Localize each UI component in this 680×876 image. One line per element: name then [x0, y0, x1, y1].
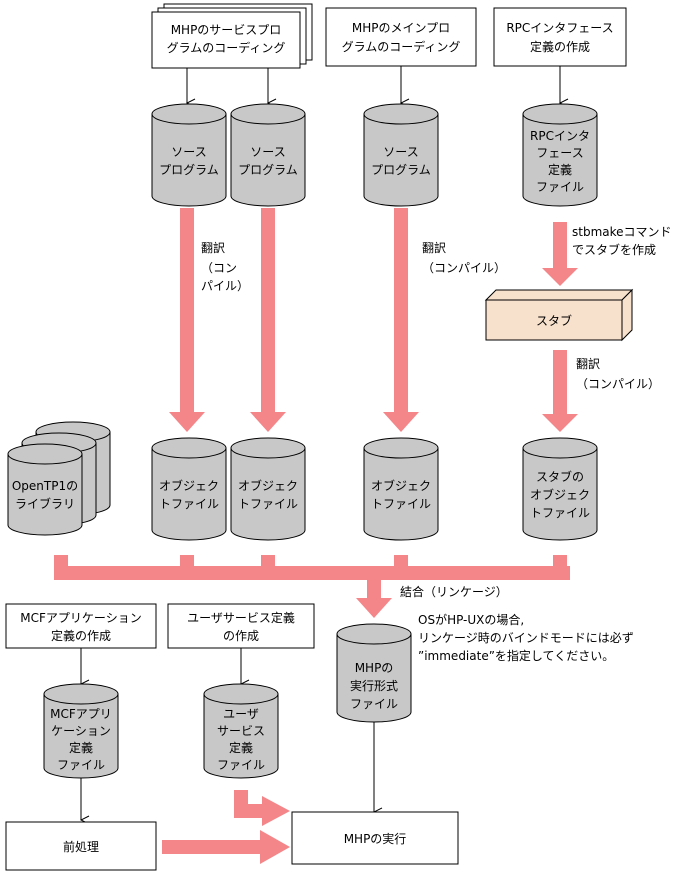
rpc-file-line4: ファイル: [536, 180, 584, 194]
src2-cylinder: ソース プログラム: [230, 103, 306, 207]
user-file-line1: ユーザ: [223, 707, 259, 721]
user-file-line4: ファイル: [217, 758, 265, 772]
pink-arrows: [54, 208, 578, 864]
compile2-line2: （コンパイル）: [422, 261, 506, 275]
service-coding-box: MHPのサービスプロ グラムのコーディング: [151, 3, 313, 69]
src3-line2: プログラム: [371, 163, 431, 177]
obj1-line2: トファイル: [159, 497, 219, 511]
src3-cylinder: ソース プログラム: [363, 103, 439, 207]
compile-arrow-3: [383, 208, 419, 432]
obj3-cylinder: オブジェク トファイル: [363, 437, 439, 541]
obj3-line2: トファイル: [371, 497, 431, 511]
stub-label: スタブ: [536, 313, 572, 328]
rpc-file-line1: RPCインタ: [530, 129, 590, 143]
compile2-line1: 翻訳: [422, 240, 446, 255]
main-coding-line1: MHPのメインプロ: [352, 21, 450, 35]
user-file-line2: サービス: [217, 724, 265, 738]
stbmake-line1: stbmakeコマンド: [572, 225, 672, 239]
stub-obj-line1: スタブの: [536, 469, 584, 484]
rpc-file-cylinder: RPCインタ フェース 定義 ファイル: [522, 103, 598, 207]
user-file-cylinder: ユーザ サービス 定義 ファイル: [203, 683, 279, 779]
mcf-file-line4: ファイル: [57, 758, 105, 772]
stbmake-arrow: [542, 222, 578, 286]
exe-line3: ファイル: [350, 697, 398, 711]
obj2-cylinder: オブジェク トファイル: [230, 437, 306, 541]
rpc-def-line1: RPCインタフェース: [506, 21, 613, 35]
preprocess-to-exec-arrow: [162, 830, 290, 864]
obj1-line1: オブジェク: [159, 478, 219, 493]
rpc-file-line2: フェース: [536, 146, 583, 160]
mcf-file-line2: ケーション: [51, 724, 111, 738]
annotation-labels: 翻訳 （コン パイル） 翻訳 （コンパイル） stbmakeコマンド でスタブを…: [201, 225, 672, 663]
mcf-def-box: MCFアプリケーション 定義の作成: [5, 603, 157, 649]
compile1-line3: パイル）: [201, 279, 249, 293]
src1-line1: ソース: [171, 145, 206, 159]
compile1-line1: 翻訳: [201, 240, 225, 255]
stub-box: スタブ: [484, 288, 634, 342]
src2-line2: プログラム: [238, 163, 298, 177]
rpc-def-line2: 定義の作成: [530, 39, 590, 54]
library-line2: ライブラリ: [15, 496, 75, 511]
user-file-to-exec-arrow: [234, 790, 290, 826]
obj3-line1: オブジェク: [371, 478, 431, 493]
user-def-box: ユーザサービス定義 の作成: [167, 603, 315, 649]
preprocess-label: 前処理: [63, 839, 99, 854]
mcf-def-line2: 定義の作成: [51, 628, 111, 643]
src1-line2: プログラム: [159, 163, 219, 177]
main-coding-box: MHPのメインプロ グラムのコーディング: [325, 7, 477, 67]
thin-arrows: [81, 66, 560, 820]
mcf-file-cylinder: MCFアプリ ケーション 定義 ファイル: [43, 683, 119, 779]
compile3-line2: （コンパイル）: [576, 377, 660, 391]
link-label: 結合（リンケージ）: [400, 584, 508, 599]
user-file-line3: 定義: [229, 740, 253, 755]
mcf-file-line3: 定義: [69, 740, 93, 755]
note-line3: ”immediate”を指定してください。: [418, 648, 614, 663]
stub-obj-cylinder: スタブの オブジェク トファイル: [522, 437, 598, 541]
preprocess-box: 前処理: [5, 821, 157, 871]
note-line1: OSがHP-UXの場合,: [418, 612, 524, 627]
obj1-cylinder: オブジェク トファイル: [151, 437, 227, 541]
stbmake-line2: でスタブを作成: [572, 242, 656, 257]
main-coding-line2: グラムのコーディング: [342, 39, 461, 54]
user-def-line1: ユーザサービス定義: [187, 610, 295, 625]
service-coding-line1: MHPのサービスプロ: [171, 23, 282, 37]
exec-box: MHPの実行: [291, 811, 459, 865]
exe-cylinder: MHPの 実行形式 ファイル: [336, 623, 412, 723]
library-cylinder-stack: OpenTP1の ライブラリ: [7, 421, 111, 536]
exe-line2: 実行形式: [350, 678, 398, 693]
exe-line1: MHPの: [355, 661, 394, 675]
src1-cylinder: ソース プログラム: [151, 103, 227, 207]
rpc-def-box: RPCインタフェース 定義の作成: [493, 7, 627, 67]
link-bus: [54, 555, 570, 618]
compile-arrow-stub: [542, 350, 578, 432]
compile1-line2: （コン: [201, 261, 237, 275]
exec-label: MHPの実行: [344, 831, 407, 846]
src3-line1: ソース: [383, 145, 418, 159]
rpc-file-line3: 定義: [548, 162, 572, 177]
compile3-line1: 翻訳: [576, 356, 600, 371]
stub-obj-line3: トファイル: [530, 506, 590, 520]
note-line2: リンケージ時のバインドモードには必ず: [418, 631, 634, 645]
user-def-line2: の作成: [223, 629, 259, 643]
src2-line1: ソース: [250, 145, 285, 159]
service-coding-line2: グラムのコーディング: [167, 40, 286, 55]
stub-obj-line2: オブジェク: [530, 487, 590, 502]
obj2-line1: オブジェク: [238, 478, 298, 493]
mcf-file-line1: MCFアプリ: [50, 707, 112, 721]
compile-arrow-1: [169, 208, 205, 432]
compile-arrow-2: [250, 208, 286, 432]
library-line1: OpenTP1の: [12, 479, 78, 493]
obj2-line2: トファイル: [238, 497, 298, 511]
mcf-def-line1: MCFアプリケーション: [20, 611, 141, 625]
